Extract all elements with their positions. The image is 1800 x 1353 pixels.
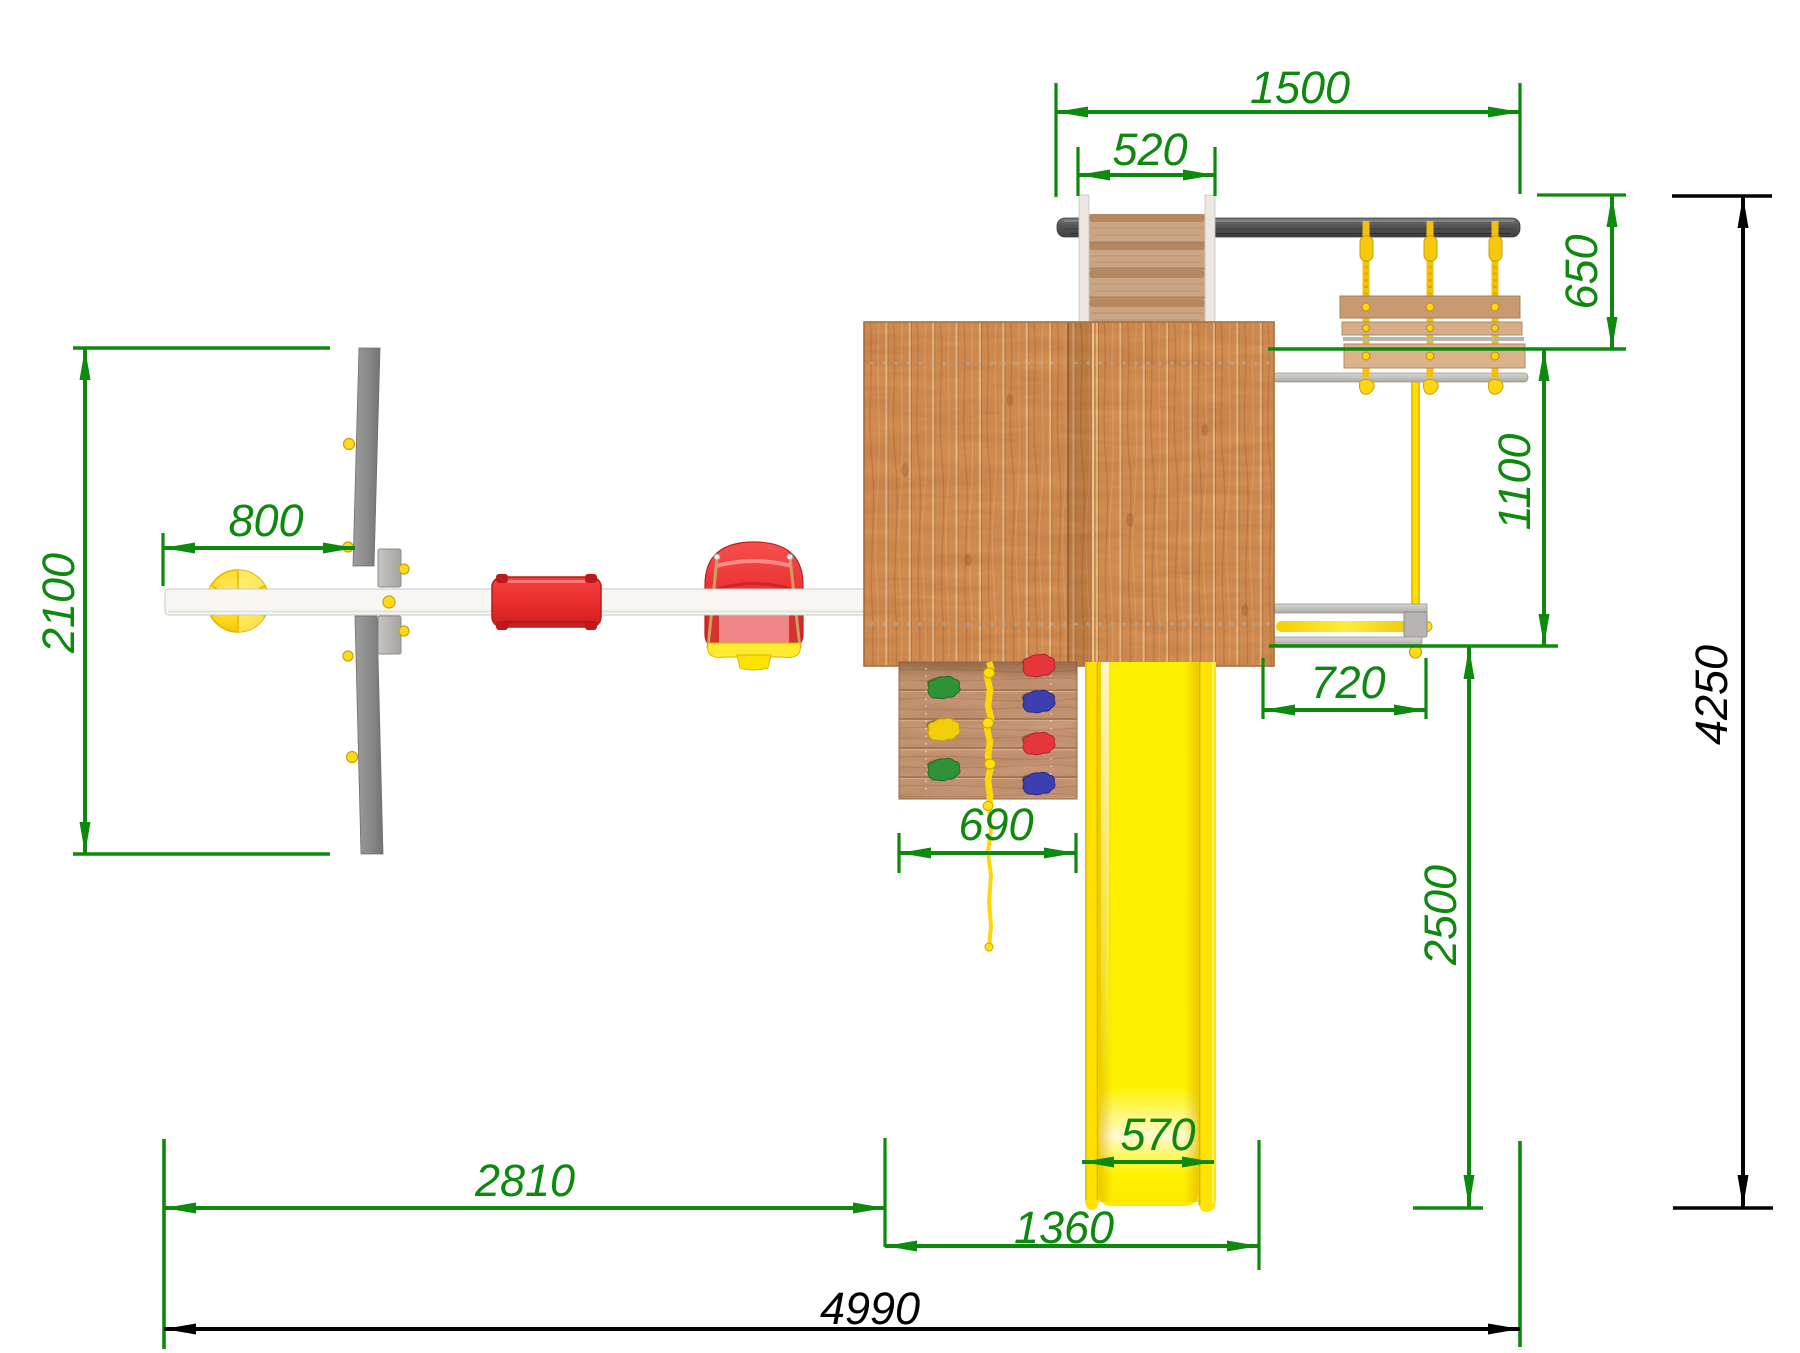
climbing-holds: [926, 653, 1056, 796]
knotted-rope: [982, 660, 996, 952]
dimension-650: 650: [1268, 193, 1626, 351]
rope-ladder-planks: [1339, 295, 1526, 369]
dim-label: 2500: [1415, 865, 1466, 966]
arrowhead: [1182, 1156, 1214, 1168]
rope-knots-top: [1359, 235, 1503, 262]
dim-label: 570: [1120, 1109, 1195, 1160]
baby-seat-bumper: [707, 642, 801, 671]
hold-yellow-1: [927, 717, 961, 742]
dim-label: 4250: [1686, 645, 1737, 745]
dimensions-black: 4990 4250: [164, 194, 1773, 1335]
dim-label: 650: [1556, 234, 1607, 309]
dimension-570: 570: [1082, 1109, 1214, 1168]
dim-label: 1360: [1014, 1202, 1114, 1253]
arrowhead: [1082, 1156, 1114, 1168]
dim-label: 2100: [33, 553, 84, 654]
ladder-rail-left: [1078, 194, 1090, 324]
slide-bed: [1099, 662, 1198, 1206]
hold-red-1: [1022, 653, 1056, 678]
arrowhead: [1394, 704, 1426, 716]
slide-rail-left: [1085, 662, 1099, 1210]
arrowhead: [853, 1202, 885, 1214]
dim-label: 720: [1310, 657, 1385, 708]
ladder-rungs: [1089, 214, 1205, 327]
arrowhead: [1463, 647, 1475, 679]
dimension-720: 720: [1261, 657, 1428, 719]
slide: [1085, 662, 1216, 1212]
gray-block: [1403, 611, 1428, 638]
swing-bracket-upper: [377, 548, 402, 588]
dim-label: 1500: [1250, 62, 1350, 113]
monkey-rail-module: [1273, 603, 1433, 647]
dimension-520: 520: [1076, 124, 1217, 196]
swing-bolts: [342, 437, 410, 764]
arrowhead: [323, 542, 355, 554]
climbing-wall: [898, 653, 1078, 952]
swing-set: [164, 347, 867, 855]
gray-rail-top: [1273, 603, 1428, 614]
aframe-leg-lower: [354, 615, 384, 855]
hold-green-2: [927, 757, 961, 782]
screw-rows: [870, 361, 1270, 626]
slide-rail-right: [1198, 662, 1216, 1212]
swing-bracket-lower: [377, 615, 402, 655]
arrowhead: [1538, 349, 1550, 381]
aframe-leg-upper: [352, 347, 381, 567]
dimension-1500: 1500: [1054, 62, 1522, 197]
arrowhead: [1463, 1175, 1475, 1207]
flat-swing-seat: [491, 574, 602, 630]
arrowhead: [79, 348, 91, 380]
arrowhead: [1606, 195, 1618, 227]
dim-label: 690: [958, 799, 1033, 850]
dimension-690: 690: [897, 799, 1078, 873]
dimension-2810: 2810: [162, 1138, 887, 1349]
arrowhead: [1606, 317, 1618, 349]
platform: [863, 321, 1275, 667]
arrowhead: [899, 847, 931, 859]
ladder-rail-right: [1204, 194, 1216, 324]
dim-label: 4990: [820, 1283, 920, 1334]
arrowhead: [1488, 106, 1520, 118]
dimension-4250: 4250: [1672, 194, 1773, 1210]
arrowhead: [1263, 704, 1295, 716]
dimensions-green: 1500 520 650 1100: [33, 62, 1626, 1349]
ladder: [1078, 194, 1216, 327]
arrowhead: [79, 822, 91, 854]
hold-blue-2: [1022, 771, 1056, 796]
dim-label: 1100: [1489, 434, 1540, 531]
arrowhead: [1044, 847, 1076, 859]
dim-label: 800: [228, 495, 303, 546]
arrowhead: [164, 1323, 196, 1335]
arrowhead: [1538, 614, 1550, 646]
dimension-1360: 1360: [885, 1140, 1261, 1270]
top-beam-module: [1056, 194, 1521, 327]
arrowhead: [1488, 1323, 1520, 1335]
dimension-800: 800: [161, 495, 355, 586]
arrowhead: [163, 542, 195, 554]
arrowhead: [1737, 1175, 1749, 1207]
arrowhead: [164, 1202, 196, 1214]
dimension-1100: 1100: [1269, 349, 1558, 648]
dimension-2500: 2500: [1413, 647, 1483, 1210]
arrowhead: [1056, 106, 1088, 118]
arrowhead: [1737, 196, 1749, 228]
dimension-4990: 4990: [164, 1283, 1520, 1335]
dim-label: 520: [1112, 124, 1187, 175]
arrowhead: [1227, 1240, 1259, 1252]
dimension-2100: 2100: [33, 346, 330, 856]
dim-label: 2810: [474, 1155, 575, 1206]
arrowhead: [1183, 169, 1215, 181]
hold-red-2: [1022, 731, 1056, 756]
hold-blue-1: [1022, 689, 1056, 714]
rope-knots-bottom: [1359, 379, 1504, 395]
hold-green-1: [927, 675, 961, 700]
arrowhead: [1078, 169, 1110, 181]
arrowhead: [885, 1240, 917, 1252]
